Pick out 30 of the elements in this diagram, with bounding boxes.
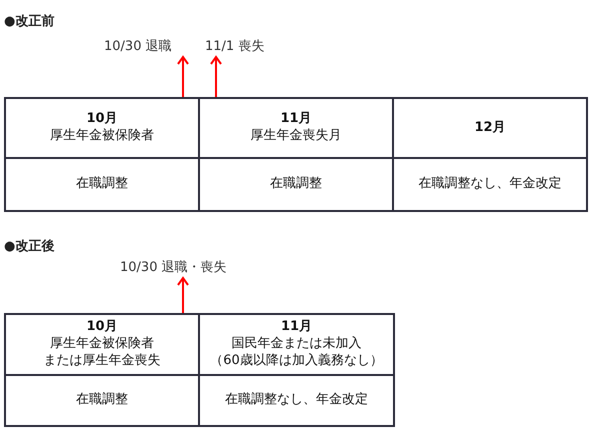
status-text: 国民年金または未加入（60歳以降は加入義務なし） — [210, 336, 383, 370]
status-text: 在職調整なし、年金改定 — [225, 392, 368, 409]
status-text: 在職調整 — [76, 392, 128, 409]
table-cell — [4, 157, 200, 212]
arrow — [177, 277, 189, 313]
table-cell — [4, 374, 200, 427]
table-cell — [392, 157, 588, 212]
month-heading: 10月 — [86, 319, 118, 336]
table-cell — [198, 313, 395, 376]
arrow — [177, 56, 189, 97]
month-heading: 11月 — [280, 319, 312, 336]
event-date-text: 11/1 喪失 — [205, 38, 277, 56]
table-cell — [392, 97, 588, 159]
month-heading: 12月 — [474, 120, 506, 136]
arrow — [210, 56, 222, 97]
table-cell — [198, 374, 395, 427]
status-text: 厚生年金喪失月 — [250, 128, 342, 145]
section-heading: ●改正前 — [4, 13, 54, 30]
event-date-text: 10/30 退職・喪失 — [120, 259, 250, 277]
status-text: 在職調整なし、年金改定 — [418, 176, 562, 193]
status-text: 厚生年金被保険者または厚生年金喪失 — [44, 336, 160, 370]
status-text: 在職調整 — [76, 176, 128, 193]
month-heading: 10月 — [86, 111, 118, 128]
table-cell — [4, 97, 200, 159]
month-heading: 11月 — [280, 111, 312, 128]
status-text: 厚生年金被保険者 — [50, 128, 154, 145]
table-cell — [4, 313, 200, 376]
event-date-text: 10/30 退職 — [104, 38, 188, 56]
status-text: 在職調整 — [270, 176, 322, 193]
section-heading: ●改正後 — [4, 238, 54, 255]
